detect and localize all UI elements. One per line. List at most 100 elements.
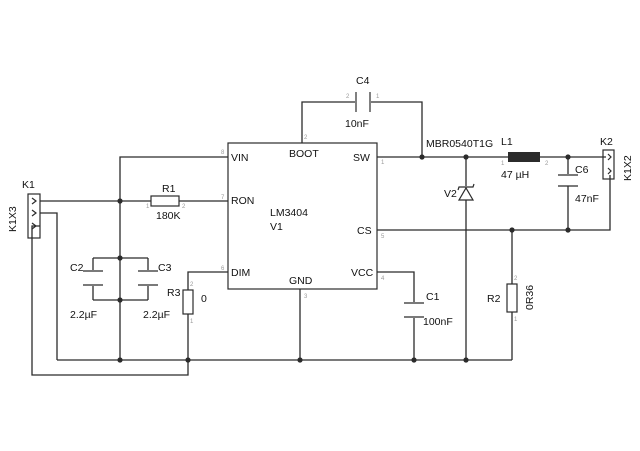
ic-pin-boot-label: BOOT — [289, 148, 319, 160]
resistor-r2-value: 0R36 — [524, 285, 536, 310]
capacitor-c2-value: 2.2µF — [70, 309, 97, 321]
diode-v2[interactable]: V2 MBR0540T1G — [426, 138, 493, 201]
resistor-r2-pin-number: 2 — [514, 276, 518, 282]
capacitor-c4-pin-number: 1 — [376, 94, 380, 100]
ic-pin-dim-label: DIM — [231, 267, 250, 279]
diode-v2-part: MBR0540T1G — [426, 138, 493, 150]
junction-dot — [565, 227, 571, 233]
connector-k1[interactable]: K1 K1X3 — [7, 179, 41, 239]
connector-k2[interactable]: K2 K1X2 — [600, 136, 634, 181]
connector-k2-part: K1X2 — [622, 155, 634, 181]
ic-name: LM3404 — [270, 207, 308, 219]
ic-pin-ron-label: RON — [231, 195, 254, 207]
inductor-l1-value: 47 µH — [501, 169, 529, 181]
connector-k1-body — [27, 193, 41, 239]
diode-v2-cathode-bar — [457, 183, 475, 191]
junction-dot — [463, 154, 469, 160]
ic-pin-sw-label: SW — [353, 152, 370, 164]
junction-dot — [297, 357, 303, 363]
capacitor-c2[interactable]: C2 2.2µF — [70, 262, 103, 321]
wire-vin-net — [119, 156, 228, 360]
wire-vcc-to-c1 — [377, 271, 415, 302]
inductor-l1-ref: L1 — [501, 136, 513, 148]
resistor-r3[interactable]: R3 0 2 1 — [167, 282, 207, 325]
wire-c4-to-sw — [371, 101, 423, 157]
resistor-r1-body — [150, 195, 180, 207]
inductor-l1-body — [508, 152, 540, 162]
junction-dot — [509, 227, 515, 233]
resistor-r1[interactable]: R1 180K 1 2 — [146, 183, 186, 222]
inductor-l1-pin-number: 2 — [545, 161, 549, 167]
ic-pin-number-vin: 8 — [221, 150, 225, 156]
capacitor-c6-ref: C6 — [575, 164, 589, 176]
connector-k2-ref: K2 — [600, 136, 613, 148]
resistor-r2-pin-number: 1 — [514, 317, 518, 323]
resistor-r2[interactable]: R2 0R36 2 1 — [487, 276, 536, 323]
ic-pin-cs-label: CS — [357, 225, 372, 237]
capacitor-c3[interactable]: C3 2.2µF — [138, 262, 172, 321]
resistor-r3-pin-number: 2 — [190, 282, 194, 288]
junctions — [117, 154, 571, 363]
junction-dot — [117, 357, 123, 363]
junction-dot — [411, 357, 417, 363]
resistor-r1-ref: R1 — [162, 183, 176, 195]
resistor-r3-body — [182, 289, 194, 315]
diode-v2-triangle — [457, 186, 475, 201]
capacitor-c4-value: 10nF — [345, 118, 369, 130]
junction-dot — [565, 154, 571, 160]
ic-version: V1 — [270, 221, 283, 233]
ic-pin-gnd-label: GND — [289, 275, 313, 287]
inductor-l1-pin-number: 1 — [501, 161, 505, 167]
connector-k1-ref: K1 — [22, 179, 35, 191]
ic-pin-number-boot: 2 — [304, 135, 308, 141]
connector-k2-pin-arrow — [607, 167, 612, 175]
resistor-r3-ref: R3 — [167, 287, 181, 299]
capacitor-c3-ref: C3 — [158, 262, 172, 274]
capacitor-c4-pin-number: 2 — [346, 94, 350, 100]
ic-pin-number-sw: 1 — [381, 160, 385, 166]
ic-pin-number-vcc: 4 — [381, 276, 385, 282]
diode-v2-ref: V2 — [444, 188, 457, 200]
junction-dot — [117, 255, 123, 261]
wire-k1-pin2-to-gnd — [40, 212, 58, 360]
connector-k1-pin-arrow — [31, 209, 37, 217]
ic-pin-number-ron: 7 — [221, 195, 225, 201]
connector-k2-pin-arrow — [607, 153, 612, 161]
capacitor-c6[interactable]: C6 47nF — [558, 164, 599, 205]
capacitor-c1[interactable]: C1 100nF — [404, 291, 453, 328]
ic-pin-number-dim: 6 — [221, 266, 225, 272]
resistor-r3-pin-number: 1 — [190, 319, 194, 325]
wire-boot-to-c4 — [301, 101, 355, 143]
ic-pin-number-gnd: 3 — [304, 294, 308, 300]
ic-lm3404[interactable]: VIN RON DIM BOOT SW CS VCC GND LM3404 V1… — [221, 135, 385, 300]
connector-k1-pin-arrow — [31, 197, 37, 205]
connector-k1-pin-arrow — [31, 222, 37, 230]
junction-dot — [117, 297, 123, 303]
capacitor-c3-value: 2.2µF — [143, 309, 170, 321]
resistor-r1-pin-number: 1 — [146, 204, 150, 210]
connector-k2-body — [602, 149, 615, 180]
junction-dot — [185, 357, 191, 363]
connector-k1-part: K1X3 — [7, 206, 19, 232]
junction-dot — [117, 198, 123, 204]
resistor-r2-body — [506, 283, 518, 313]
ic-pin-vcc-label: VCC — [351, 267, 374, 279]
wire-r3-to-dim — [187, 271, 228, 290]
ic-pin-vin-label: VIN — [231, 152, 249, 164]
ic-pin-number-cs: 5 — [381, 234, 385, 240]
inductor-l1[interactable]: L1 47 µH 1 2 — [501, 136, 549, 181]
capacitor-c4-ref: C4 — [356, 75, 370, 87]
junction-dot — [419, 154, 425, 160]
resistor-r1-pin-number: 2 — [182, 204, 186, 210]
wire-cs-to-k2 — [377, 175, 611, 231]
capacitor-c2-ref: C2 — [70, 262, 84, 274]
wire-k1-pin3-to-dim — [31, 225, 189, 376]
resistor-r2-ref: R2 — [487, 293, 501, 305]
capacitor-c6-value: 47nF — [575, 193, 599, 205]
capacitor-c1-ref: C1 — [426, 291, 440, 303]
capacitor-c4[interactable]: C4 10nF 2 1 — [345, 75, 380, 130]
resistor-r3-value: 0 — [201, 293, 207, 305]
resistor-r1-value: 180K — [156, 210, 181, 222]
